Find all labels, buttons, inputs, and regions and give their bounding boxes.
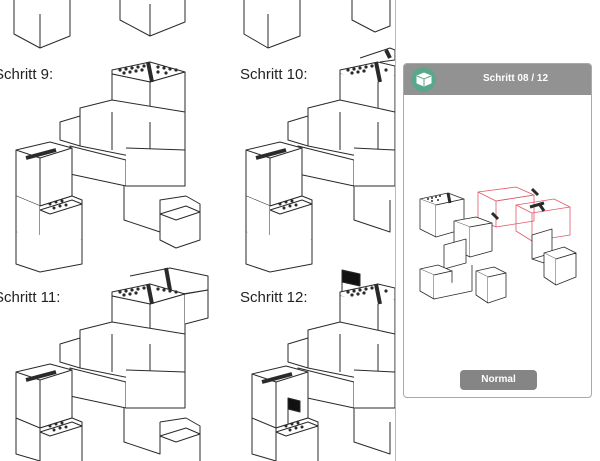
panel-divider (395, 0, 396, 461)
step-9-label: Schritt 9: (0, 66, 54, 83)
step-11-drawing (15, 267, 209, 461)
model-3d-view[interactable] (404, 95, 592, 365)
step-12-drawing (251, 269, 395, 461)
instructions-area: Schritt 9: Schritt 10: Schritt 11: Schri… (0, 0, 395, 461)
step-12-label: Schritt 12: (240, 289, 308, 306)
step-11-label: Schritt 11: (0, 289, 61, 306)
step-10-label: Schritt 10: (240, 66, 308, 83)
viewer-header: Schritt 08 / 12 (404, 64, 591, 95)
previous-step-drawing (13, 0, 391, 49)
step-9-drawing (15, 61, 201, 273)
step-viewer-panel[interactable]: Schritt 08 / 12 (403, 63, 592, 398)
existing-bricks (419, 187, 577, 304)
step-10-drawing (245, 47, 395, 273)
instruction-drawings (13, 0, 395, 461)
viewer-title: Schritt 08 / 12 (482, 73, 549, 84)
brick-icon[interactable] (411, 67, 436, 92)
normal-mode-button[interactable]: Normal (460, 370, 537, 390)
